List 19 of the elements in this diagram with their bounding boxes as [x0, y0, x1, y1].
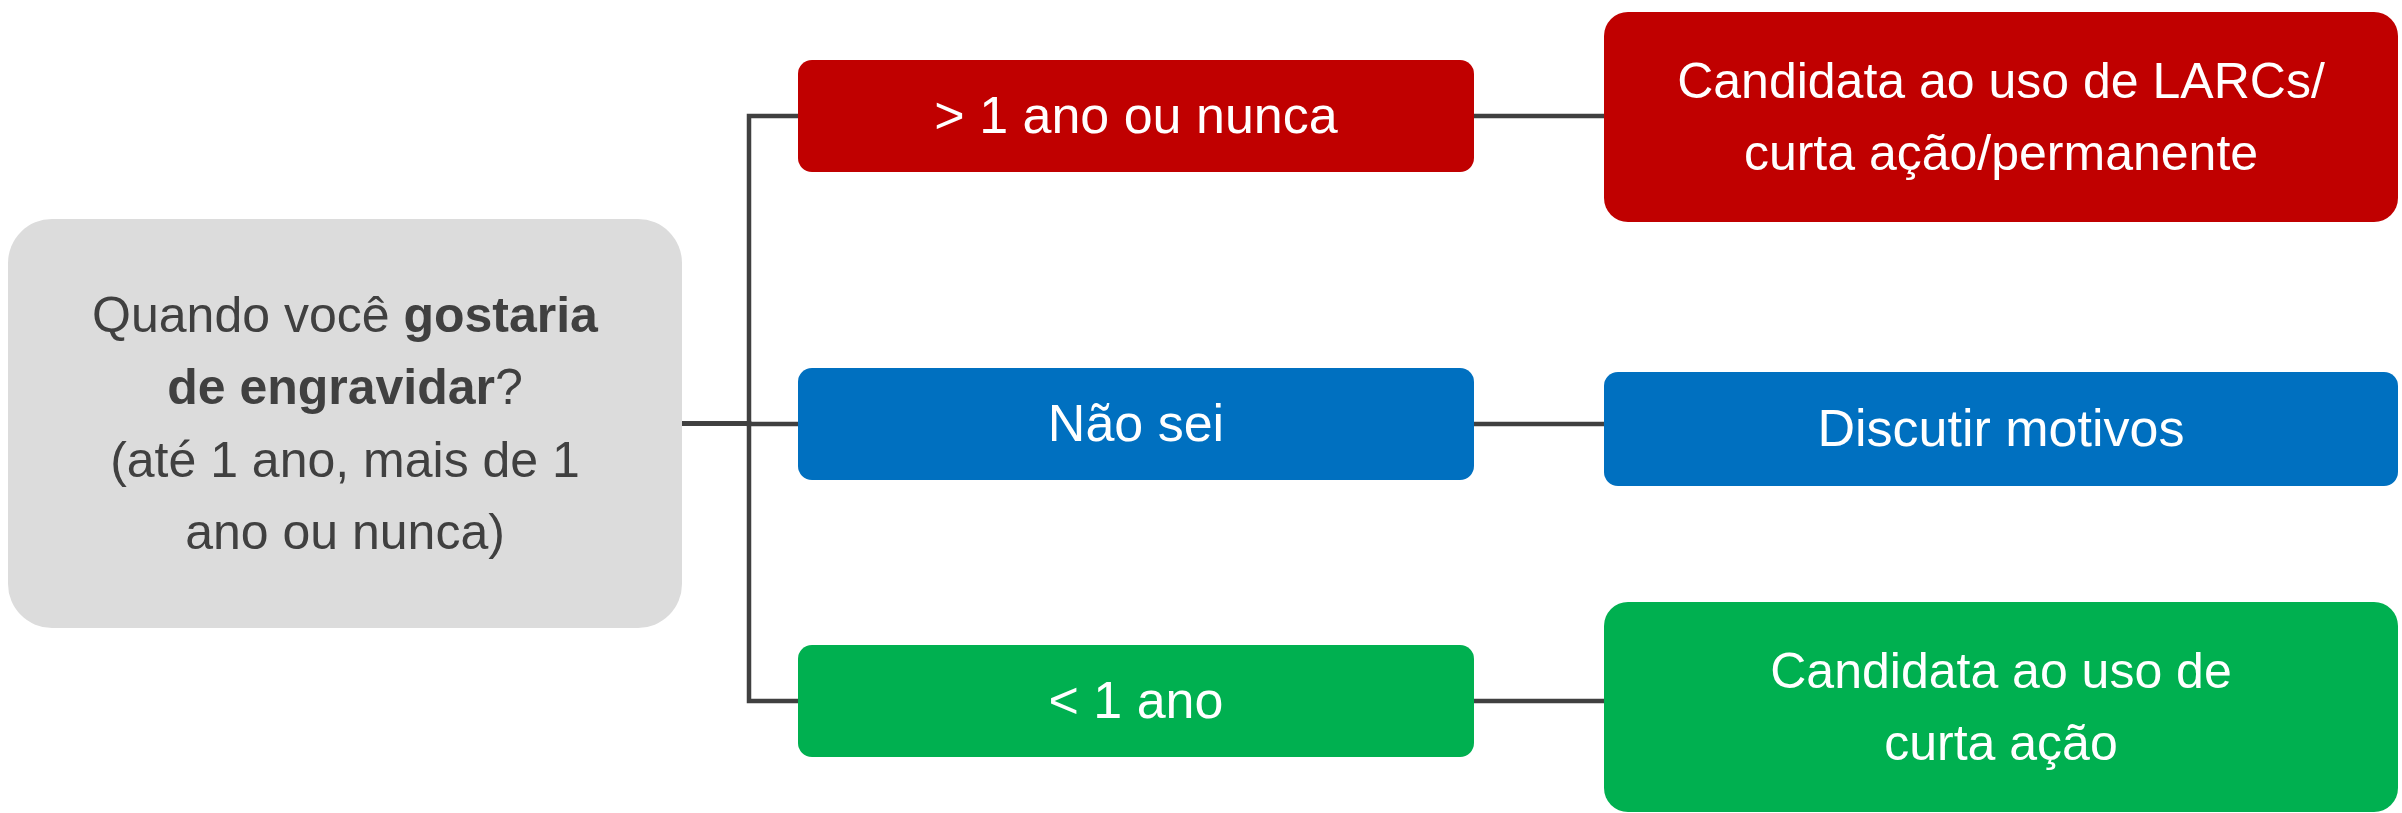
connector-line [1474, 698, 1604, 704]
node-text: Candidata ao uso de curta ação [1769, 641, 2233, 773]
result-box [1604, 372, 2398, 486]
option-box [798, 645, 1474, 757]
question-box [8, 219, 682, 628]
node-text: < 1 ano [1048, 670, 1224, 732]
option-box [798, 60, 1474, 172]
result-box [1604, 12, 2398, 222]
node-text: (até 1 ano, mais de 1 ano ou nunca) [109, 430, 581, 562]
node-text: > 1 ano ou nunca [934, 85, 1338, 147]
connector-line [1474, 113, 1604, 119]
result-box [1604, 602, 2398, 812]
node-text: Discutir motivos [1817, 398, 2185, 460]
option-box [798, 368, 1474, 480]
connector-line [1474, 421, 1604, 427]
node-text: Quando você gostaria de engravidar? [91, 285, 599, 417]
node-text: Não sei [1047, 393, 1225, 455]
node-text: Candidata ao uso de LARCs/ curta ação/permanente [1676, 51, 2326, 183]
connector-line [682, 421, 798, 704]
